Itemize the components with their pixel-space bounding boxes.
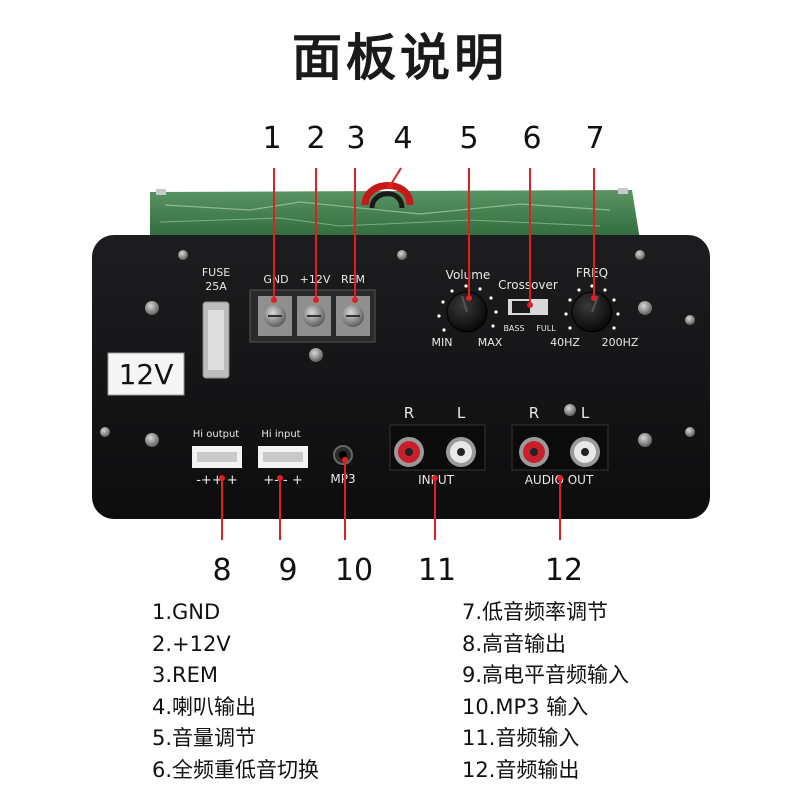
voltage-badge: 12V <box>107 352 185 396</box>
faceplate <box>92 235 710 519</box>
callout-11: 11 <box>418 553 456 588</box>
legend-left: 1.GND 2.+12V 3.REM 4.喇叭输出 5.音量调节 6.全频重低音… <box>152 597 319 786</box>
legend-item: 5.音量调节 <box>152 726 257 750</box>
legend-item: 2.+12V <box>152 631 231 656</box>
volume-max-label: MAX <box>478 336 503 349</box>
terminal-label-rem: REM <box>341 273 365 286</box>
legend-item: 10.MP3 输入 <box>462 694 589 719</box>
callout-numbers-top: 1 2 3 4 5 6 7 <box>262 121 604 156</box>
legend-item: 3.REM <box>152 663 219 687</box>
legend-item: 1.GND <box>152 600 221 624</box>
freq-label: FREQ <box>576 266 608 280</box>
voltage-badge-text: 12V <box>119 358 174 391</box>
callout-1: 1 <box>262 121 281 156</box>
fuse: FUSE 25A <box>202 266 230 379</box>
callout-5: 5 <box>459 121 478 156</box>
leader-dots <box>219 183 597 481</box>
terminal-label-gnd: GND <box>263 273 288 286</box>
rca-output-pair[interactable]: R L AUDIO OUT <box>511 404 609 487</box>
freq-min-label: 40HZ <box>550 336 580 349</box>
fuse-label: FUSE <box>202 266 230 279</box>
output-r-label: R <box>529 404 539 422</box>
crossover-full-label: FULL <box>536 324 556 333</box>
hi-output-label: Hi output <box>193 429 240 440</box>
legend-right: 7.低音频率调节 8.高音输出 9.高电平音频输入 10.MP3 输入 11.音… <box>462 597 629 786</box>
crossover-switch[interactable]: Crossover BASS FULL <box>498 278 558 333</box>
freq-max-label: 200HZ <box>602 336 639 349</box>
legend-item: 12.音频输出 <box>462 757 580 782</box>
leader-lines <box>221 167 595 540</box>
callout-2: 2 <box>306 121 325 156</box>
fuse-rating: 25A <box>205 280 227 293</box>
legend-item: 6.全频重低音切换 <box>152 757 320 782</box>
hi-input-label: Hi input <box>261 429 300 440</box>
callout-3: 3 <box>346 121 365 156</box>
hi-output-connector[interactable]: Hi output -++ + <box>192 429 242 488</box>
hi-input-pins: +- - + <box>263 473 302 488</box>
volume-min-label: MIN <box>432 336 453 349</box>
power-terminal-block: GND +12V REM <box>249 273 376 343</box>
output-l-label: L <box>581 404 590 422</box>
legend-item: 9.高电平音频输入 <box>462 663 630 687</box>
callout-4: 4 <box>393 121 412 156</box>
callout-10: 10 <box>335 553 373 588</box>
callout-8: 8 <box>212 553 231 588</box>
input-l-label: L <box>457 404 466 422</box>
pcb-board <box>150 188 640 240</box>
hi-output-pins: -++ + <box>196 473 238 488</box>
legend-item: 7.低音频率调节 <box>462 600 609 624</box>
panel-screws <box>100 250 695 447</box>
callout-9: 9 <box>278 553 297 588</box>
rca-input-pair[interactable]: R L INPUT <box>389 404 486 487</box>
input-r-label: R <box>404 404 414 422</box>
callout-12: 12 <box>545 553 583 588</box>
crossover-label: Crossover <box>498 278 558 292</box>
callout-6: 6 <box>522 121 541 156</box>
callout-numbers-bottom: 8 9 10 11 12 <box>212 553 583 588</box>
legend-item: 11.音频输入 <box>462 726 580 750</box>
crossover-bass-label: BASS <box>503 324 524 333</box>
freq-knob[interactable]: FREQ 40HZ 200HZ <box>550 266 639 349</box>
page-title: 面板说明 <box>292 29 508 87</box>
hi-input-connector[interactable]: Hi input +- - + <box>258 429 308 488</box>
legend-item: 8.高音输出 <box>462 631 567 656</box>
legend-item: 4.喇叭输出 <box>152 694 257 719</box>
callout-7: 7 <box>585 121 604 156</box>
mp3-label: MP3 <box>330 472 355 486</box>
